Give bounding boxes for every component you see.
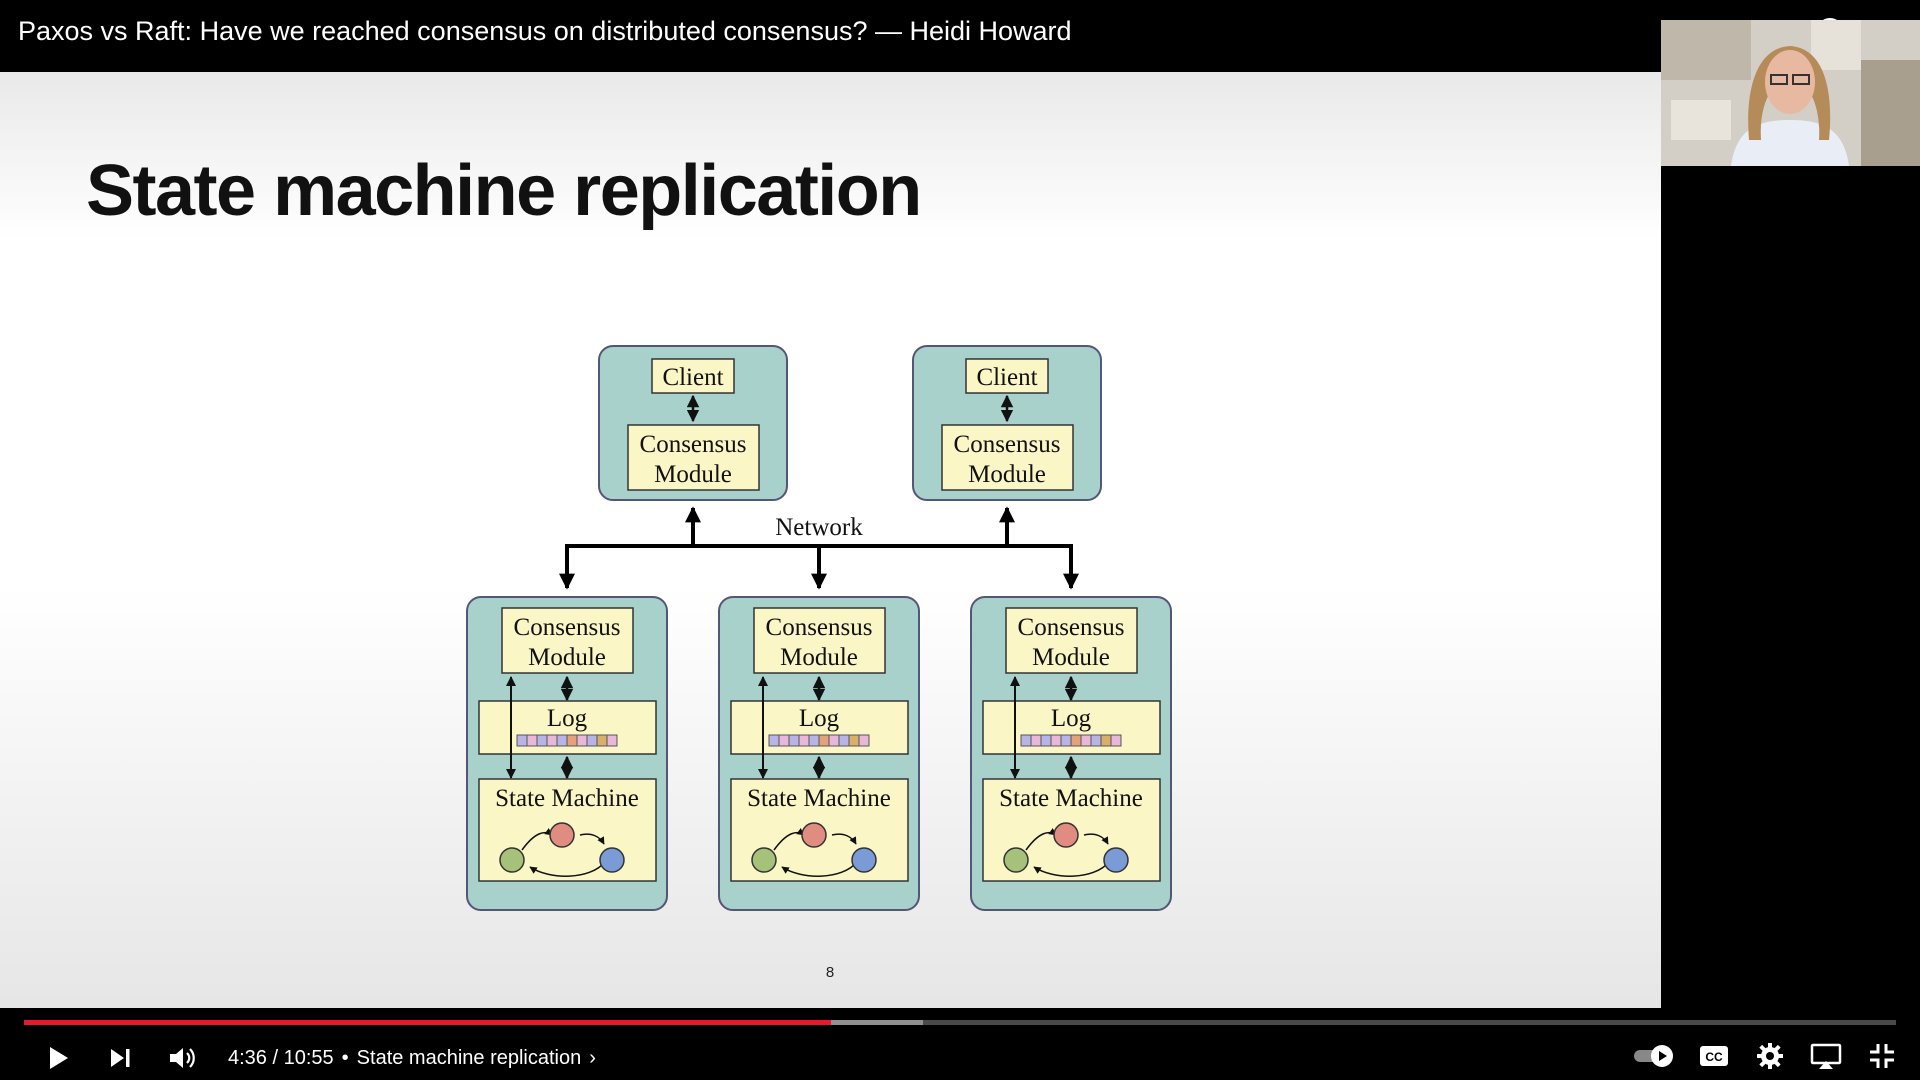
server-node-1: Consensus Module Log S (466, 596, 668, 911)
progress-played (24, 1020, 831, 1025)
slide-title: State machine replication (86, 151, 922, 231)
consensus-label: Consensus (514, 614, 621, 641)
settings-icon[interactable] (1752, 1038, 1788, 1074)
state-machine-label: State Machine (495, 785, 639, 812)
module-label: Module (968, 461, 1046, 488)
next-icon[interactable] (100, 1038, 140, 1078)
captions-icon[interactable]: CC (1696, 1038, 1732, 1074)
state-machine-replication-diagram: Client Consensus Module Client Consensus… (466, 345, 1172, 911)
log-label: Log (1051, 705, 1092, 732)
state-node (599, 847, 625, 873)
client-node-2: Client Consensus Module (912, 345, 1102, 501)
player-controls: 4:36 / 10:55 • State machine replication… (0, 1008, 1920, 1080)
time-display: 4:36 / 10:55 (228, 1046, 334, 1069)
presenter-webcam (1661, 20, 1920, 166)
client-node-1: Client Consensus Module (598, 345, 788, 501)
consensus-label: Consensus (766, 614, 873, 641)
top-bar: Paxos vs Raft: Have we reached consensus… (0, 0, 1920, 72)
client-box (651, 358, 735, 394)
right-controls: CC (1632, 1038, 1900, 1074)
progress-unplayed (24, 1020, 1896, 1025)
state-node (1003, 847, 1029, 873)
module-label: Module (1032, 644, 1110, 671)
chapter-separator: • (341, 1046, 349, 1069)
server-node-3: Consensus Module Log State Machine (970, 596, 1172, 911)
state-node (751, 847, 777, 873)
state-node (801, 822, 827, 848)
autoplay-toggle[interactable] (1632, 1038, 1676, 1074)
module-label: Module (780, 644, 858, 671)
consensus-module-box (501, 607, 634, 674)
log-label: Log (799, 705, 840, 732)
module-label: Module (654, 461, 732, 488)
consensus-label: Consensus (1018, 614, 1125, 641)
module-label: Module (528, 644, 606, 671)
airplay-icon[interactable] (1808, 1038, 1844, 1074)
network-label: Network (775, 514, 863, 541)
log-entries (768, 734, 870, 747)
consensus-label: Consensus (640, 431, 747, 458)
consensus-module-box (1005, 607, 1138, 674)
log-entries (516, 734, 618, 747)
log-label: Log (547, 705, 588, 732)
video-title[interactable]: Paxos vs Raft: Have we reached consensus… (18, 16, 1072, 46)
client-box (965, 358, 1049, 394)
state-machine-label: State Machine (999, 785, 1143, 812)
svg-text:CC: CC (1705, 1050, 1723, 1064)
network-bus: Network (559, 506, 1079, 590)
server-node-2: Consensus Module Log State Machine (718, 596, 920, 911)
presentation-slide[interactable]: State machine replication Client Consens… (0, 72, 1661, 1008)
state-machine-label: State Machine (747, 785, 891, 812)
slide-page-number: 8 (825, 964, 835, 981)
log-entries (1020, 734, 1122, 747)
state-node (851, 847, 877, 873)
consensus-module-box (941, 424, 1074, 491)
left-controls: 4:36 / 10:55 • State machine replication… (38, 1038, 596, 1078)
consensus-module-box (753, 607, 886, 674)
state-node (1103, 847, 1129, 873)
state-node (499, 847, 525, 873)
chapter-title[interactable]: State machine replication (356, 1046, 582, 1069)
state-node (549, 822, 575, 848)
consensus-label: Consensus (954, 431, 1061, 458)
state-node (1053, 822, 1079, 848)
exit-fullscreen-icon[interactable] (1864, 1038, 1900, 1074)
client-label: Client (976, 364, 1037, 391)
chapter-chevron-icon[interactable]: › (589, 1046, 596, 1069)
client-label: Client (662, 364, 723, 391)
progress-bar[interactable] (24, 1020, 1896, 1025)
play-icon[interactable] (38, 1038, 78, 1078)
volume-icon[interactable] (162, 1038, 202, 1078)
consensus-module-box (627, 424, 760, 491)
